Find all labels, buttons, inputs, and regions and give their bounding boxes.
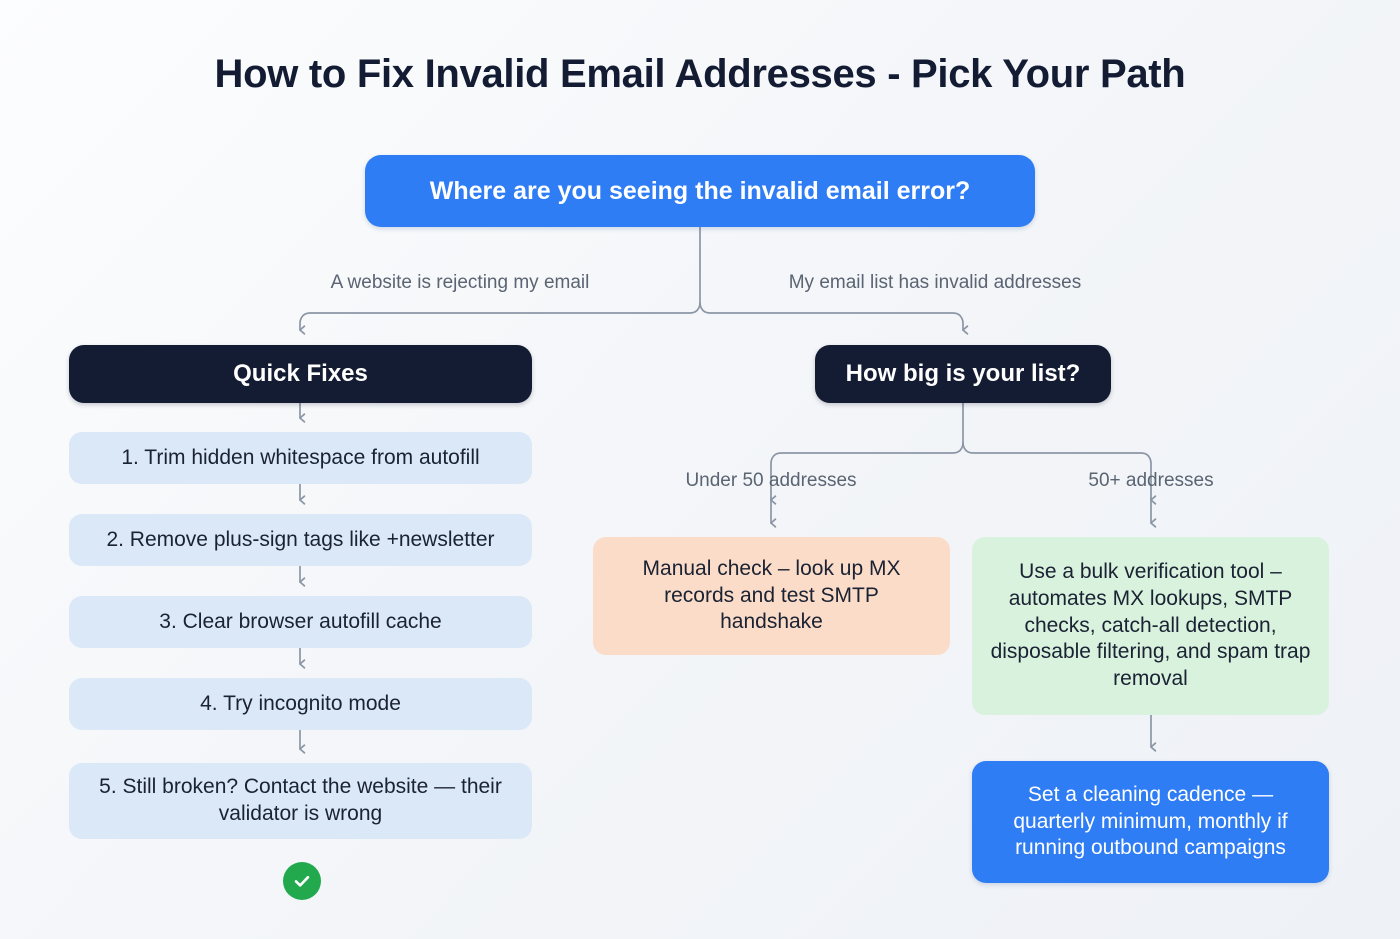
edge-label-website-rejecting: A website is rejecting my email bbox=[330, 272, 590, 293]
edge-label-50-plus: 50+ addresses bbox=[1088, 470, 1214, 491]
page-title: How to Fix Invalid Email Addresses - Pic… bbox=[214, 52, 1186, 96]
node-step-4[interactable]: 4. Try incognito mode bbox=[69, 678, 532, 730]
node-bulk-verification-tool[interactable]: Use a bulk verification tool – automates… bbox=[972, 537, 1329, 715]
node-step-2[interactable]: 2. Remove plus-sign tags like +newslette… bbox=[69, 514, 532, 566]
edge-label-email-list-invalid: My email list has invalid addresses bbox=[788, 272, 1082, 293]
node-manual-check[interactable]: Manual check – look up MX records and te… bbox=[593, 537, 950, 655]
node-list-size-question[interactable]: How big is your list? bbox=[815, 345, 1111, 403]
success-check-icon bbox=[283, 862, 321, 900]
node-root-question[interactable]: Where are you seeing the invalid email e… bbox=[365, 155, 1035, 227]
node-step-1[interactable]: 1. Trim hidden whitespace from autofill bbox=[69, 432, 532, 484]
node-step-3[interactable]: 3. Clear browser autofill cache bbox=[69, 596, 532, 648]
node-quick-fixes-heading[interactable]: Quick Fixes bbox=[69, 345, 532, 403]
node-step-5[interactable]: 5. Still broken? Contact the website — t… bbox=[69, 763, 532, 839]
edge-label-under-50: Under 50 addresses bbox=[685, 470, 857, 491]
node-cleaning-cadence[interactable]: Set a cleaning cadence — quarterly minim… bbox=[972, 761, 1329, 883]
